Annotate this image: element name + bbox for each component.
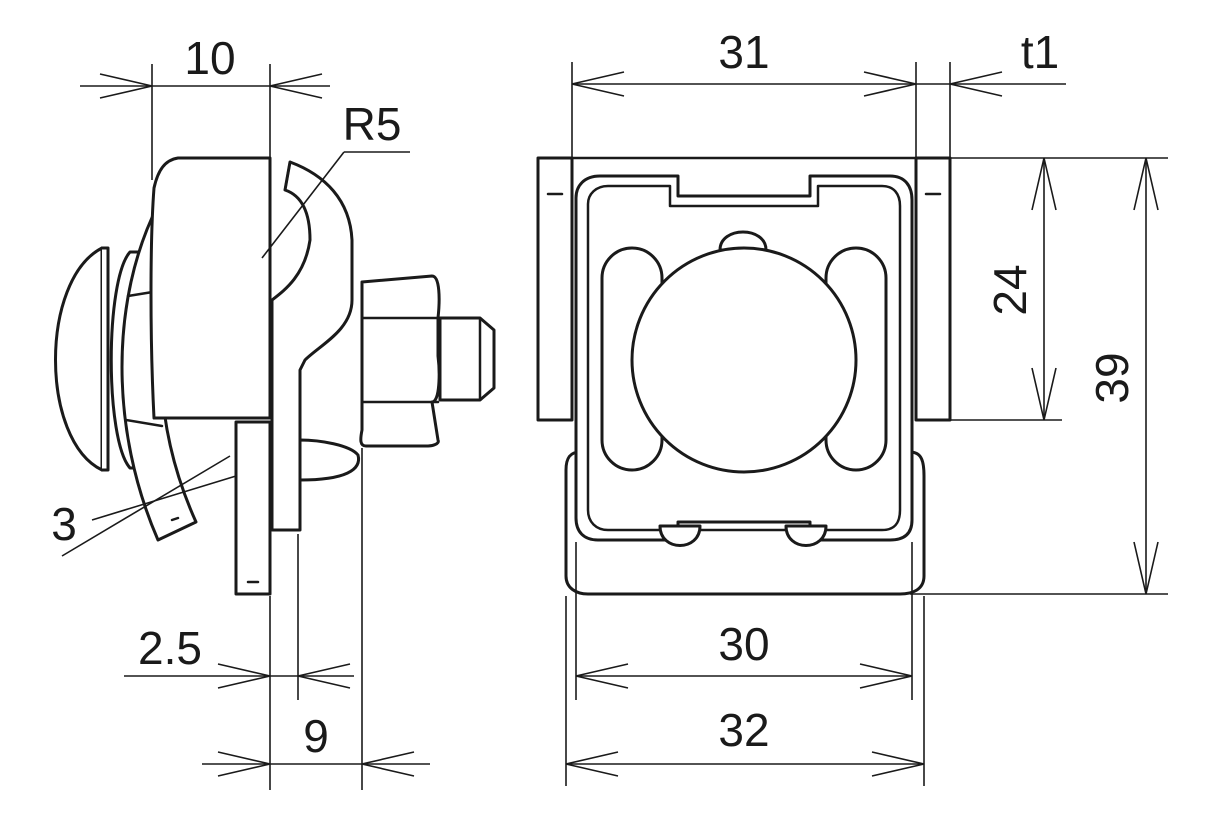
arrow-32-left (565, 751, 619, 777)
arrow-9-left (217, 751, 271, 777)
front-view: 31 t1 24 39 30 32 (536, 26, 1168, 786)
arrow-10-right (269, 73, 323, 99)
dim-3-label: 3 (51, 498, 77, 550)
dome-cap-rim (100, 246, 110, 472)
arrow-24-bottom (1031, 367, 1057, 421)
center-disc (630, 246, 858, 474)
bottom-boss-left (658, 524, 702, 547)
bottom-boss-right (784, 524, 828, 547)
dim-30-label: 30 (718, 618, 769, 670)
dim-2-5-label: 2.5 (138, 622, 202, 674)
bracket-heel (298, 438, 361, 482)
arrow-30-left (575, 663, 629, 689)
hook-tip (283, 160, 292, 192)
dim-32-label: 32 (718, 704, 769, 756)
dome-cap (54, 246, 104, 472)
lower-bracket (234, 420, 272, 596)
threaded-stud (438, 316, 496, 402)
arrow-24-top (1031, 157, 1057, 211)
strip-slot-bottom (124, 418, 164, 428)
arrow-39-top (1133, 157, 1159, 211)
arrow-31-left (571, 71, 625, 97)
body-block (149, 156, 272, 420)
left-flange (536, 156, 574, 422)
arrow-9-right (361, 751, 415, 777)
arrow-2-5-left (217, 663, 271, 689)
arrow-2-5-right (297, 663, 351, 689)
right-flange (914, 156, 952, 422)
dim-31-label: 31 (718, 26, 769, 78)
strip-end-tick (170, 516, 180, 522)
leader-r5 (261, 151, 345, 259)
dim-24-label: 24 (984, 264, 1036, 315)
arrow-32-right (871, 751, 925, 777)
dim-10-label: 10 (184, 32, 235, 84)
dim-t1-label: t1 (1021, 26, 1059, 78)
leader-3-a (61, 455, 231, 557)
dim-9-label: 9 (303, 710, 329, 762)
arrow-10-left (99, 73, 153, 99)
dim-r5-label: R5 (343, 98, 402, 150)
arrow-39-bottom (1133, 541, 1159, 595)
arrow-30-right (859, 663, 913, 689)
clamp-plate-inner (586, 184, 902, 532)
arrow-t1 (949, 71, 1003, 97)
hex-nut (359, 274, 441, 448)
side-view: 10 R5 3 2.5 9 (51, 32, 496, 790)
dim-39-label: 39 (1086, 352, 1138, 403)
leader-3-b (91, 475, 237, 521)
hook-saddle (270, 160, 354, 532)
